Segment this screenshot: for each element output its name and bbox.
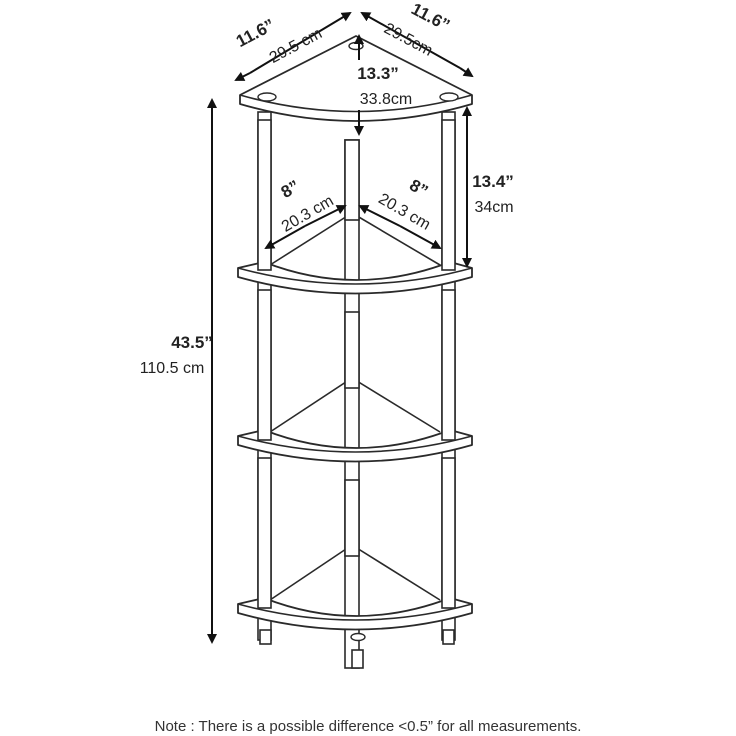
shelf-gap-inches: 13.4” (472, 172, 514, 191)
inner-right-inches: 8” (406, 176, 431, 201)
foot-center (351, 649, 364, 669)
pole-hole (350, 632, 366, 642)
shelf-bottom (237, 597, 473, 642)
pole-hole (348, 41, 364, 51)
height-cm: 110.5 cm (140, 360, 205, 377)
foot-left (259, 629, 272, 645)
corner-shelf-unit (237, 35, 473, 669)
depth-cm: 33.8cm (360, 91, 412, 108)
top-left-edge-inches: 11.6” (233, 15, 278, 51)
shelf-3 (237, 429, 473, 463)
height-inches: 43.5” (171, 333, 213, 352)
shelf-2 (237, 261, 473, 295)
foot-right (442, 629, 455, 645)
inner-left-inches: 8” (278, 177, 303, 202)
measurement-note: Note : There is a possible difference <0… (155, 718, 582, 735)
pole-hole (257, 92, 277, 102)
shelf-gap-cm: 34cm (474, 199, 513, 216)
top-right-edge-inches: 11.6” (408, 0, 453, 35)
shelf-top (239, 35, 473, 122)
dimension-arrows (207, 11, 474, 644)
depth-inches: 13.3” (357, 64, 399, 83)
pole-hole (439, 92, 459, 102)
